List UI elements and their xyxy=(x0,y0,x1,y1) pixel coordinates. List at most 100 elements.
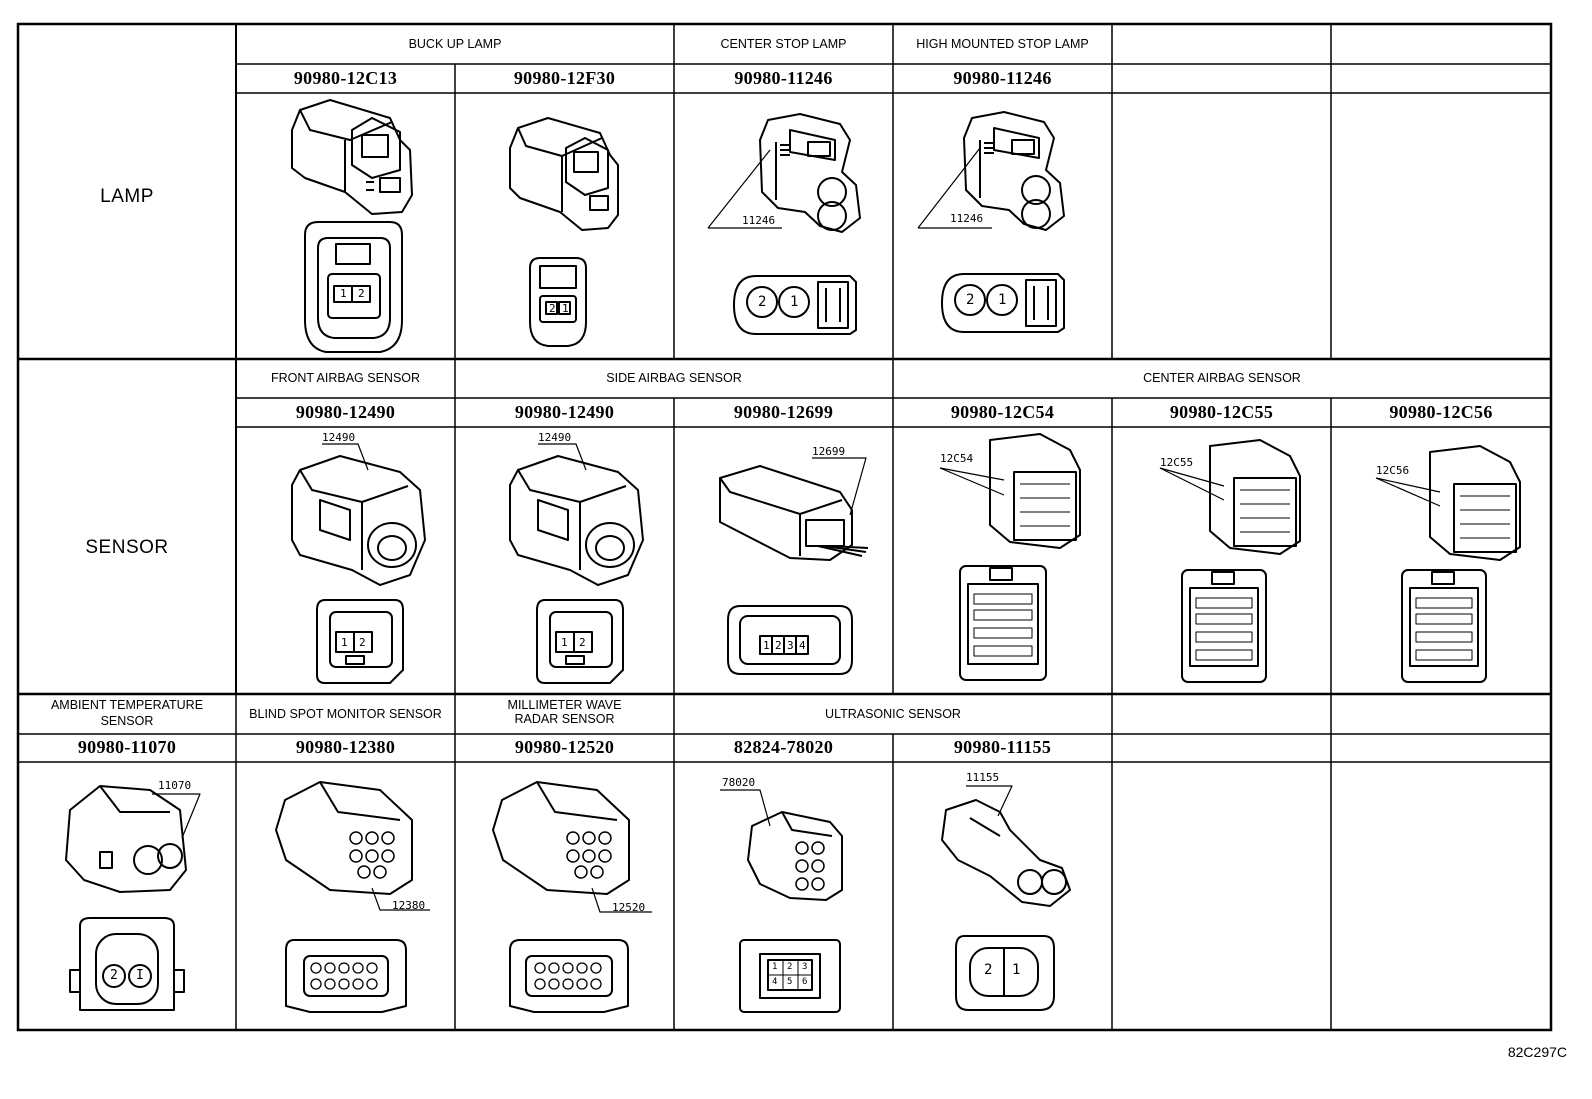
pin-number: 4 xyxy=(799,639,806,652)
connector-12490-side-iso-drawing xyxy=(509,455,644,586)
connector-12520-iso-drawing xyxy=(492,781,630,895)
table-frame xyxy=(16,22,1553,1032)
connector-12f30-iso-drawing xyxy=(509,117,619,231)
pin-number: 2 xyxy=(984,962,993,978)
callout-label: 12699 xyxy=(812,445,846,458)
part-number: 90980-12C13 xyxy=(293,68,398,88)
pin-number: 3 xyxy=(787,639,794,652)
category-lamp: LAMP xyxy=(100,186,154,207)
part-number: 82824-78020 xyxy=(733,737,834,757)
pin-number: 3 xyxy=(802,962,808,972)
connector-12380-iso-drawing xyxy=(275,781,413,895)
header-center-airbag-sensor: CENTER AIRBAG SENSOR xyxy=(1143,371,1301,385)
pin-number: 4 xyxy=(772,977,778,987)
connector-78020-iso-drawing xyxy=(747,811,843,901)
connector-12699-iso-drawing xyxy=(719,465,869,561)
part-number: 90980-12490 xyxy=(514,402,615,422)
part-number: 90980-12F30 xyxy=(513,68,616,88)
pin-number: I xyxy=(136,968,144,983)
header-side-airbag-sensor: SIDE AIRBAG SENSOR xyxy=(606,371,742,385)
connector-12520-front-drawing xyxy=(509,939,629,1013)
pin-number: 2 xyxy=(359,636,366,649)
pin-number: 1 xyxy=(340,287,347,300)
category-sensor: SENSOR xyxy=(85,537,169,558)
connector-12c55-front-drawing xyxy=(1181,569,1267,683)
connector-12490-front-front-drawing xyxy=(316,599,404,684)
pin-number: 1 xyxy=(562,302,569,315)
connector-11246-high-front-drawing xyxy=(941,273,1065,333)
header-buck-up-lamp: BUCK UP LAMP xyxy=(408,37,502,51)
connector-12c55-iso-drawing xyxy=(1209,439,1301,555)
connector-12490-front-iso-drawing xyxy=(291,455,426,586)
callout-label: 12C55 xyxy=(1160,456,1194,469)
pin-number: 6 xyxy=(802,977,808,987)
part-number: 90980-12C55 xyxy=(1169,402,1274,422)
header-high-mounted-stop-lamp: HIGH MOUNTED STOP LAMP xyxy=(916,37,1089,51)
header-line: MILLIMETER WAVE xyxy=(507,698,622,712)
connector-12490-side-front-drawing xyxy=(536,599,624,684)
part-number: 90980-11246 xyxy=(734,68,833,88)
pin-number: 1 xyxy=(998,292,1007,308)
pin-number: 2 xyxy=(358,287,365,300)
callout-label: 11155 xyxy=(966,771,1000,784)
connector-12c56-iso-drawing xyxy=(1429,445,1521,561)
pin-number: 1 xyxy=(772,962,778,972)
part-number: 90980-12520 xyxy=(514,737,615,757)
connector-11070-iso-drawing xyxy=(65,785,187,893)
pin-number: 2 xyxy=(966,292,975,308)
pin-number: 1 xyxy=(561,636,568,649)
callout-label: 78020 xyxy=(722,776,756,789)
pin-number: 1 xyxy=(790,294,799,310)
pin-number: 2 xyxy=(758,294,767,310)
callout-label: 12520 xyxy=(612,901,646,914)
header-millimeter-wave-radar-sensor: MILLIMETER WAVE RADAR SENSOR xyxy=(455,697,674,727)
part-number: 90980-12C54 xyxy=(950,402,1055,422)
connector-12380-front-drawing xyxy=(285,939,407,1013)
callout-label: 12380 xyxy=(392,899,426,912)
connector-11070-front-drawing xyxy=(69,917,185,1011)
connector-78020-front-drawing xyxy=(739,939,841,1013)
connector-11246-center-iso-drawing xyxy=(759,113,861,233)
callout-label: 11070 xyxy=(158,779,192,792)
connector-12c56-front-drawing xyxy=(1401,569,1487,683)
connector-12c13-iso-drawing xyxy=(291,99,413,215)
part-number: 90980-12C56 xyxy=(1389,402,1493,422)
pin-number: 2 xyxy=(110,968,118,983)
pin-number: 1 xyxy=(341,636,348,649)
connector-12699-front-drawing xyxy=(727,605,853,675)
pin-number: 1 xyxy=(763,639,770,652)
callout-label: 11246 xyxy=(742,214,776,227)
header-line: RADAR SENSOR xyxy=(514,712,615,726)
header-ambient-temperature-sensor: AMBIENT TEMPERATURE SENSOR xyxy=(18,697,236,729)
connector-11155-front-drawing xyxy=(955,935,1055,1011)
part-number: 90980-11246 xyxy=(953,68,1052,88)
pin-number: 5 xyxy=(787,977,793,987)
part-number: 90980-12490 xyxy=(295,402,396,422)
part-number: 90980-12699 xyxy=(733,402,834,422)
header-center-stop-lamp: CENTER STOP LAMP xyxy=(720,37,847,51)
header-front-airbag-sensor: FRONT AIRBAG SENSOR xyxy=(270,371,421,385)
connector-11246-high-iso-drawing xyxy=(963,111,1065,231)
pin-number: 1 xyxy=(1012,962,1021,978)
pin-number: 2 xyxy=(579,636,586,649)
header-line: AMBIENT TEMPERATURE xyxy=(50,698,204,712)
connector-11155-iso-drawing xyxy=(941,799,1071,907)
connector-12c13-front-drawing xyxy=(304,221,403,353)
pin-number: 2 xyxy=(787,962,793,972)
part-number: 90980-11155 xyxy=(953,737,1052,757)
callout-label: 12C54 xyxy=(940,452,974,465)
pin-number: 2 xyxy=(549,302,556,315)
callout-label: 11246 xyxy=(950,212,984,225)
header-ultrasonic-sensor: ULTRASONIC SENSOR xyxy=(825,707,961,721)
part-number: 90980-11070 xyxy=(77,737,177,757)
connector-12c54-front-drawing xyxy=(959,565,1047,681)
header-blind-spot-monitor-sensor: BLIND SPOT MONITOR SENSOR xyxy=(249,707,442,721)
connector-12c54-iso-drawing xyxy=(989,433,1081,549)
callout-label: 12490 xyxy=(322,431,356,444)
pin-number: 2 xyxy=(775,639,782,652)
connector-11246-center-front-drawing xyxy=(733,275,857,335)
header-line: SENSOR xyxy=(100,714,154,728)
callout-label: 12C56 xyxy=(1376,464,1410,477)
drawing-code: 82C297C xyxy=(1507,1044,1567,1060)
